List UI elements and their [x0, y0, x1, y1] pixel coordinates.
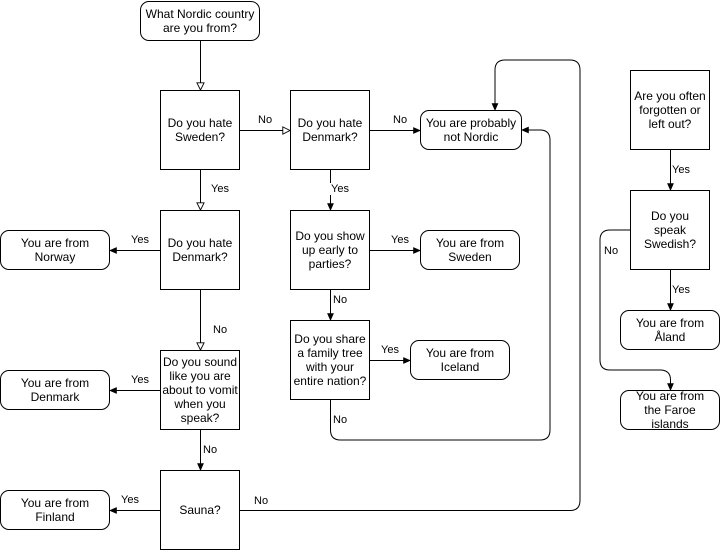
- edge-label-norway-yes: Yes: [130, 234, 150, 246]
- norway-result: You are from Norway: [0, 230, 110, 270]
- vomit-question: Do you sound like you are about to vomit…: [160, 350, 240, 430]
- finland-result: You are from Finland: [0, 490, 110, 530]
- edge-label-early-parties-no: No: [332, 294, 349, 306]
- faroe-result: You are from the Faroe islands: [620, 389, 720, 431]
- edge-label-forgotten-yes: Yes: [671, 164, 691, 176]
- speak-swedish-question: Do you speak Swedish?: [630, 190, 710, 270]
- edge-label-vomit-no: No: [202, 444, 219, 456]
- edge-label-family-tree-no: No: [332, 414, 349, 426]
- edge-label-hate-denmark-top-no: No: [392, 114, 409, 126]
- edge-label-sauna-no: No: [253, 495, 270, 507]
- hate-denmark-question-top: Do you hate Denmark?: [290, 90, 370, 170]
- aland-result: You are from Åland: [620, 310, 720, 350]
- edge-label-family-tree-yes: Yes: [380, 344, 400, 356]
- edge-label-speak-swedish-yes: Yes: [671, 284, 691, 296]
- hate-sweden-question: Do you hate Sweden?: [160, 90, 240, 170]
- edge-sauna-no: [240, 59, 581, 511]
- iceland-result: You are from Iceland: [410, 340, 510, 380]
- denmark-result: You are from Denmark: [0, 370, 110, 410]
- edge-label-hate-sweden-yes: Yes: [210, 183, 230, 195]
- sweden-result: You are from Sweden: [420, 230, 520, 270]
- edge-label-early-parties-yes: Yes: [390, 234, 410, 246]
- edge-speak-swedish-no: [599, 229, 671, 390]
- family-tree-question: Do you share a family tree with your ent…: [290, 320, 370, 400]
- edge-label-sauna-yes: Yes: [120, 494, 140, 506]
- hate-denmark-question-mid: Do you hate Denmark?: [160, 210, 240, 290]
- edge-family-tree-no: [330, 130, 551, 441]
- early-parties-question: Do you show up early to parties?: [290, 210, 370, 290]
- start-question: What Nordic country are you from?: [140, 1, 260, 41]
- not-nordic-result: You are probably not Nordic: [420, 110, 522, 150]
- forgotten-question: Are you often forgotten or left out?: [630, 70, 710, 150]
- edge-label-hate-denmark-top-yes: Yes: [330, 183, 350, 195]
- sauna-question: Sauna?: [160, 470, 240, 550]
- edge-label-speak-swedish-no: No: [603, 245, 620, 257]
- edge-label-hate-denmark-mid-no: No: [212, 324, 229, 336]
- edge-label-vomit-yes: Yes: [130, 374, 150, 386]
- edge-label-hate-sweden-no: No: [257, 114, 274, 126]
